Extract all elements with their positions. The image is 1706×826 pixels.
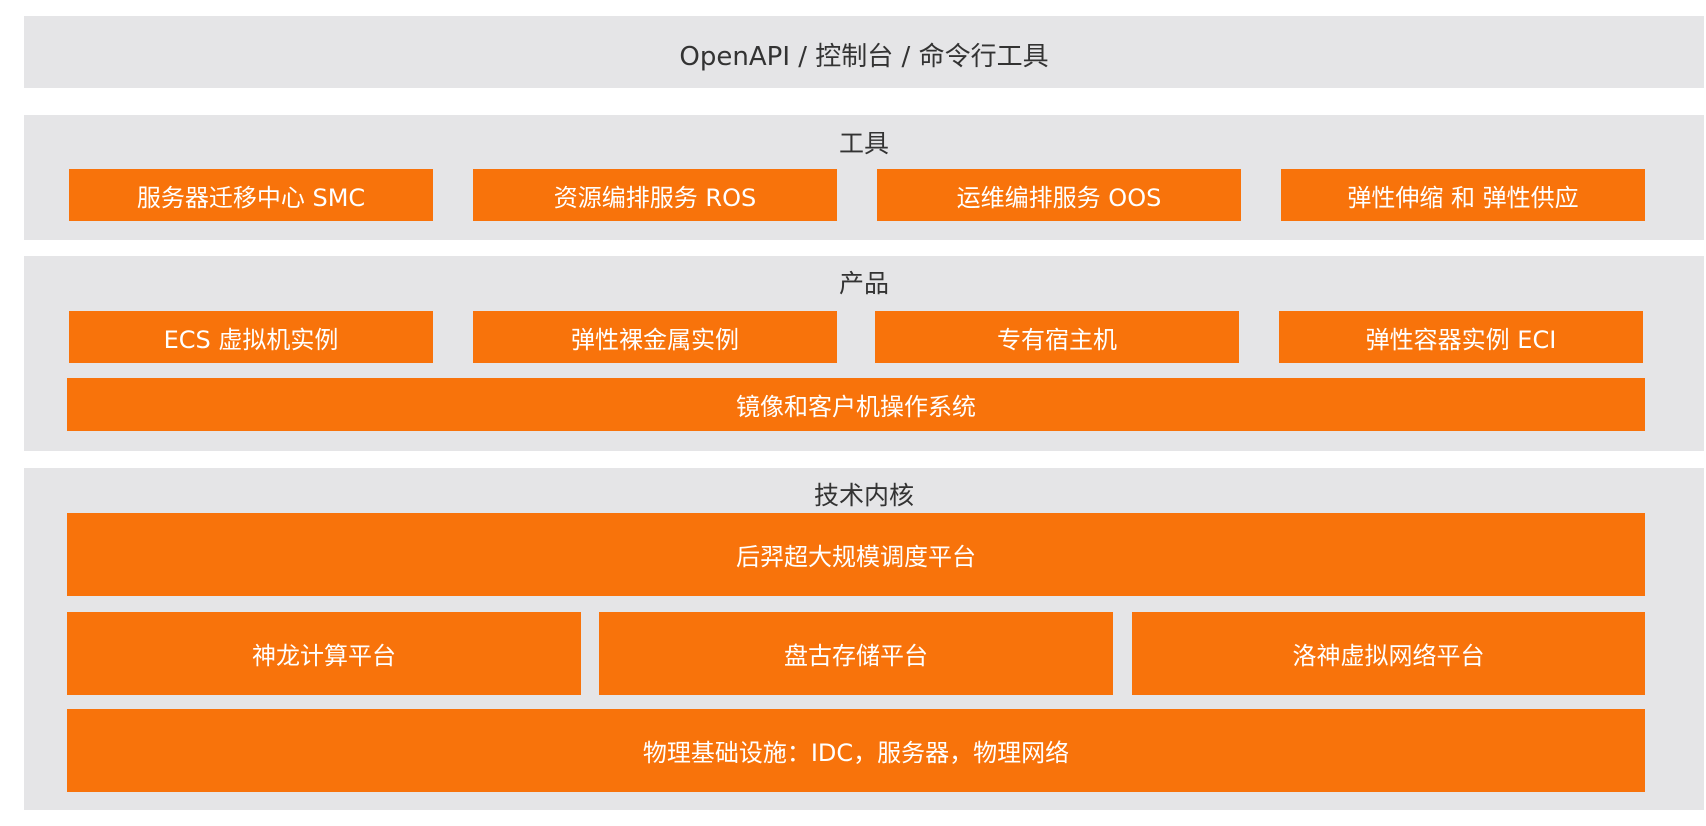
product-bare-metal-box: 弹性裸金属实例 — [473, 311, 837, 363]
products-layer: 产品 ECS 虚拟机实例 弹性裸金属实例 专有宿主机 弹性容器实例 ECI 镜像… — [24, 256, 1704, 451]
tool-ros-box: 资源编排服务 ROS — [473, 169, 837, 221]
tools-layer: 工具 服务器迁移中心 SMC 资源编排服务 ROS 运维编排服务 OOS 弹性伸… — [24, 115, 1704, 240]
tool-autoscaling-box: 弹性伸缩 和 弹性供应 — [1281, 169, 1645, 221]
image-guest-os-bar: 镜像和客户机操作系统 — [67, 378, 1645, 431]
products-layer-title: 产品 — [838, 269, 889, 298]
physical-infrastructure-bar: 物理基础设施：IDC，服务器，物理网络 — [67, 709, 1645, 792]
api-console-cli-layer: OpenAPI / 控制台 / 命令行工具 — [24, 16, 1704, 88]
core-technology-title: 技术内核 — [813, 481, 914, 510]
core-technology-layer: 技术内核 后羿超大规模调度平台 神龙计算平台 盘古存储平台 洛神虚拟网络平台 物… — [24, 468, 1704, 810]
compute-platform-box: 神龙计算平台 — [67, 612, 581, 695]
product-eci-box: 弹性容器实例 ECI — [1279, 311, 1643, 363]
api-console-cli-title: OpenAPI / 控制台 / 命令行工具 — [679, 42, 1049, 72]
tool-oos-box: 运维编排服务 OOS — [877, 169, 1241, 221]
tool-smc-box: 服务器迁移中心 SMC — [69, 169, 433, 221]
scheduler-platform-bar: 后羿超大规模调度平台 — [67, 513, 1645, 596]
network-platform-box: 洛神虚拟网络平台 — [1132, 612, 1645, 695]
storage-platform-box: 盘古存储平台 — [599, 612, 1113, 695]
product-dedicated-host-box: 专有宿主机 — [875, 311, 1239, 363]
product-ecs-vm-box: ECS 虚拟机实例 — [69, 311, 433, 363]
tools-layer-title: 工具 — [838, 129, 889, 158]
